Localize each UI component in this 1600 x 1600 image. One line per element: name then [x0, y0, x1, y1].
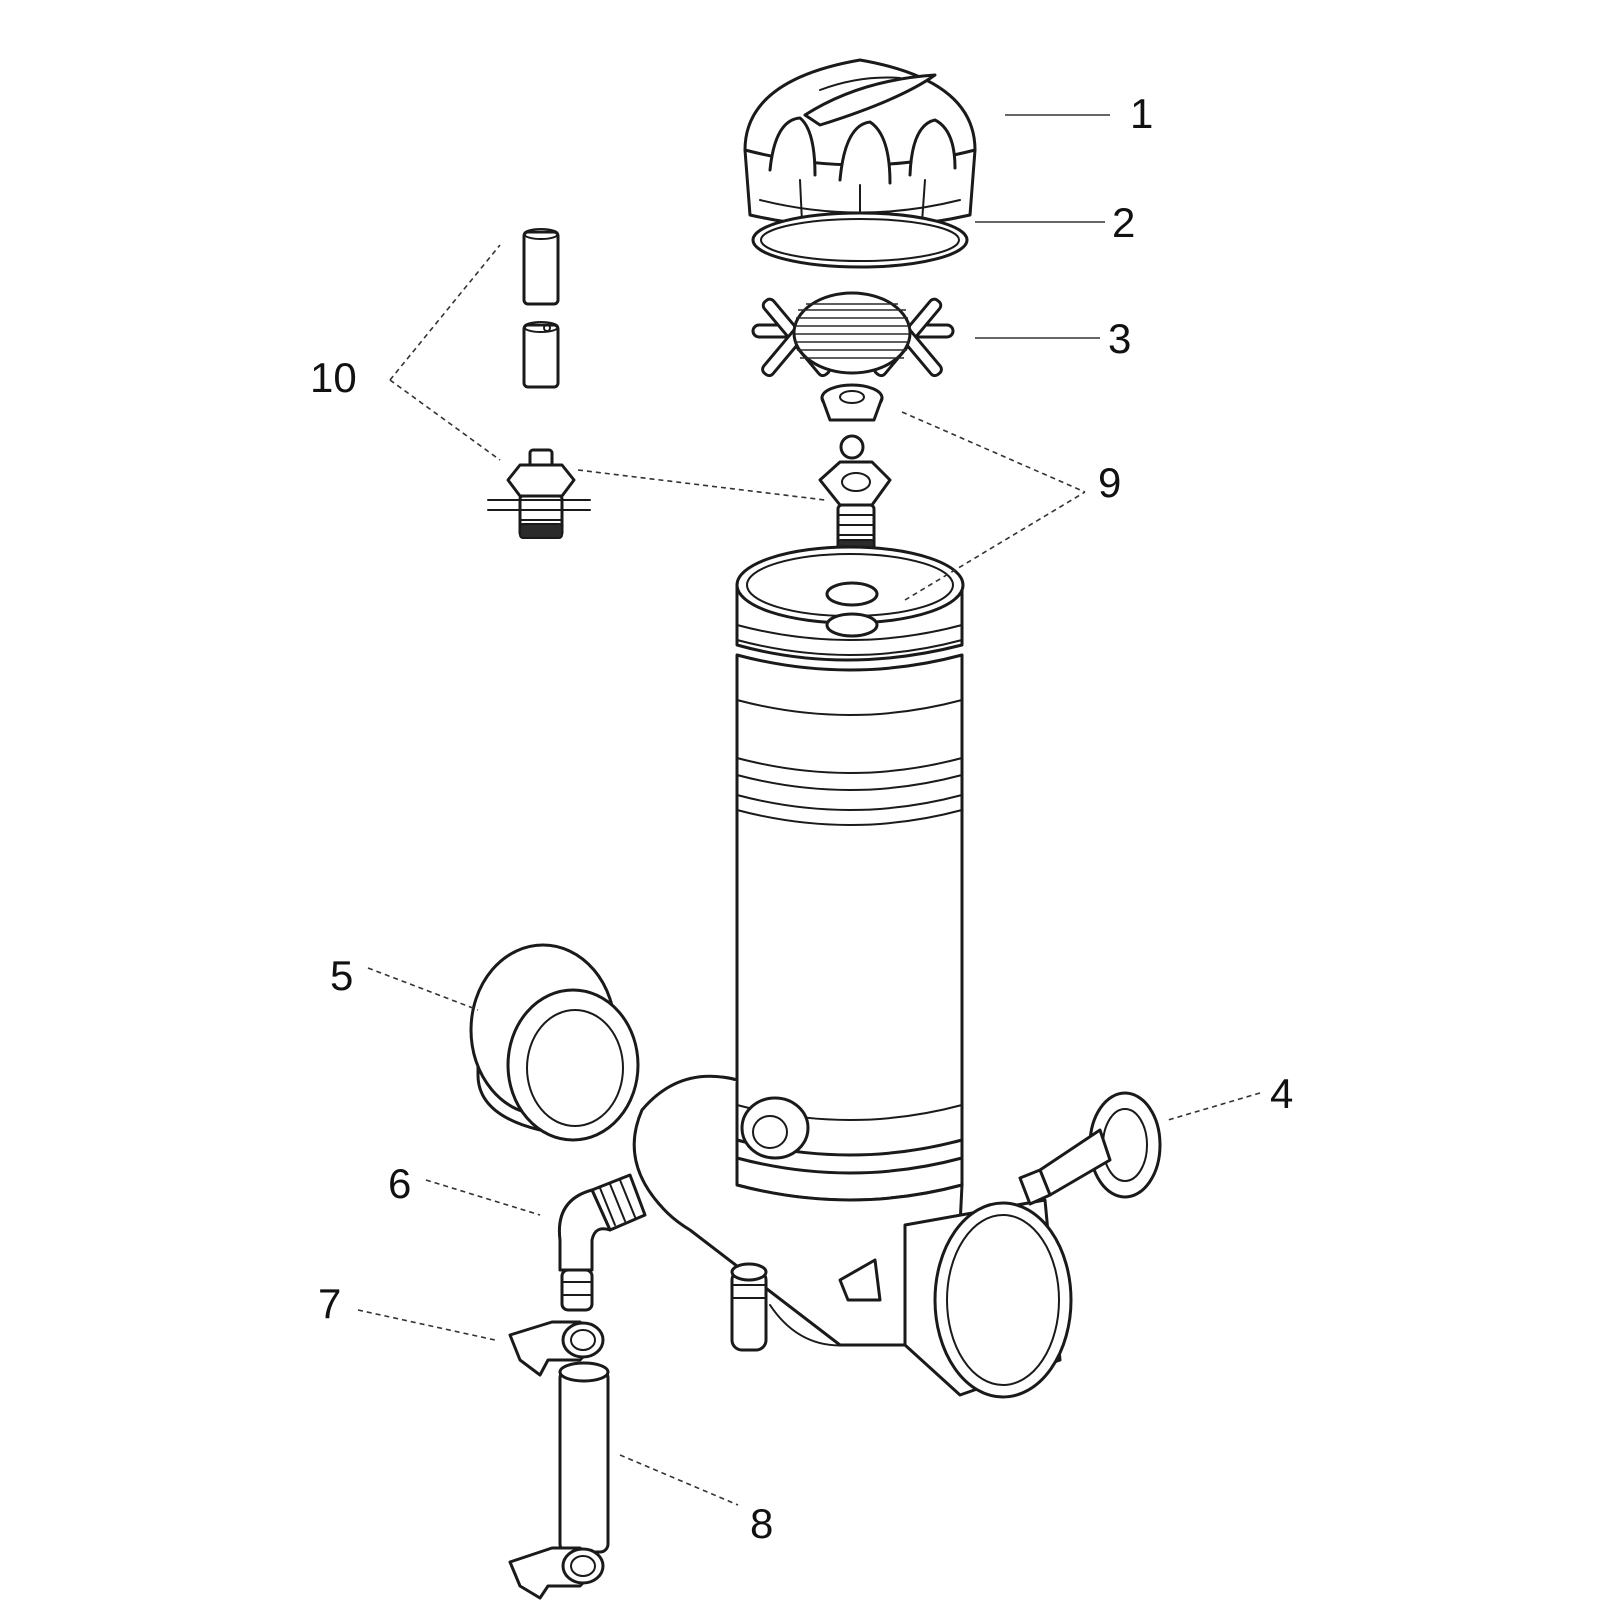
callout-2: 2	[1112, 199, 1135, 246]
callout-3: 3	[1108, 315, 1131, 362]
callout-5: 5	[330, 952, 353, 999]
leader-10a	[389, 244, 501, 381]
callout-9: 9	[1098, 459, 1121, 506]
leader-5	[367, 967, 479, 1011]
part-valve-assembly	[818, 383, 892, 562]
callout-8: 8	[750, 1500, 773, 1547]
part-union-adapter	[469, 943, 640, 1142]
part-retaining-clip	[508, 1320, 605, 1377]
part-filter-housing	[735, 545, 965, 1202]
callout-1: 1	[1130, 90, 1153, 137]
callout-7: 7	[318, 1280, 341, 1327]
leader-10b	[389, 379, 501, 461]
part-elbow-fitting	[557, 1173, 647, 1312]
part-drain-plug	[1018, 1091, 1162, 1206]
callout-6: 6	[388, 1160, 411, 1207]
leader-7	[357, 1309, 496, 1341]
callout-labels: 1 2 3 4 5 6 7 8 9 10	[310, 90, 1293, 1547]
leader-9b	[904, 491, 1086, 601]
leader-10-to-9	[577, 469, 826, 501]
callout-leaders	[357, 114, 1261, 1506]
part-bleeder-assembly	[487, 228, 591, 539]
leader-8	[619, 1454, 739, 1506]
callout-4: 4	[1270, 1070, 1293, 1117]
leader-4	[1167, 1092, 1261, 1121]
callout-10: 10	[310, 354, 357, 401]
leader-9a	[901, 411, 1086, 493]
part-sight-tube	[508, 1361, 610, 1600]
part-manifold-base	[632, 1074, 1073, 1399]
part-strainer-element	[751, 291, 955, 378]
part-lid-o-ring	[751, 211, 969, 269]
leader-6	[425, 1179, 541, 1216]
part-lid-cap	[743, 58, 977, 229]
